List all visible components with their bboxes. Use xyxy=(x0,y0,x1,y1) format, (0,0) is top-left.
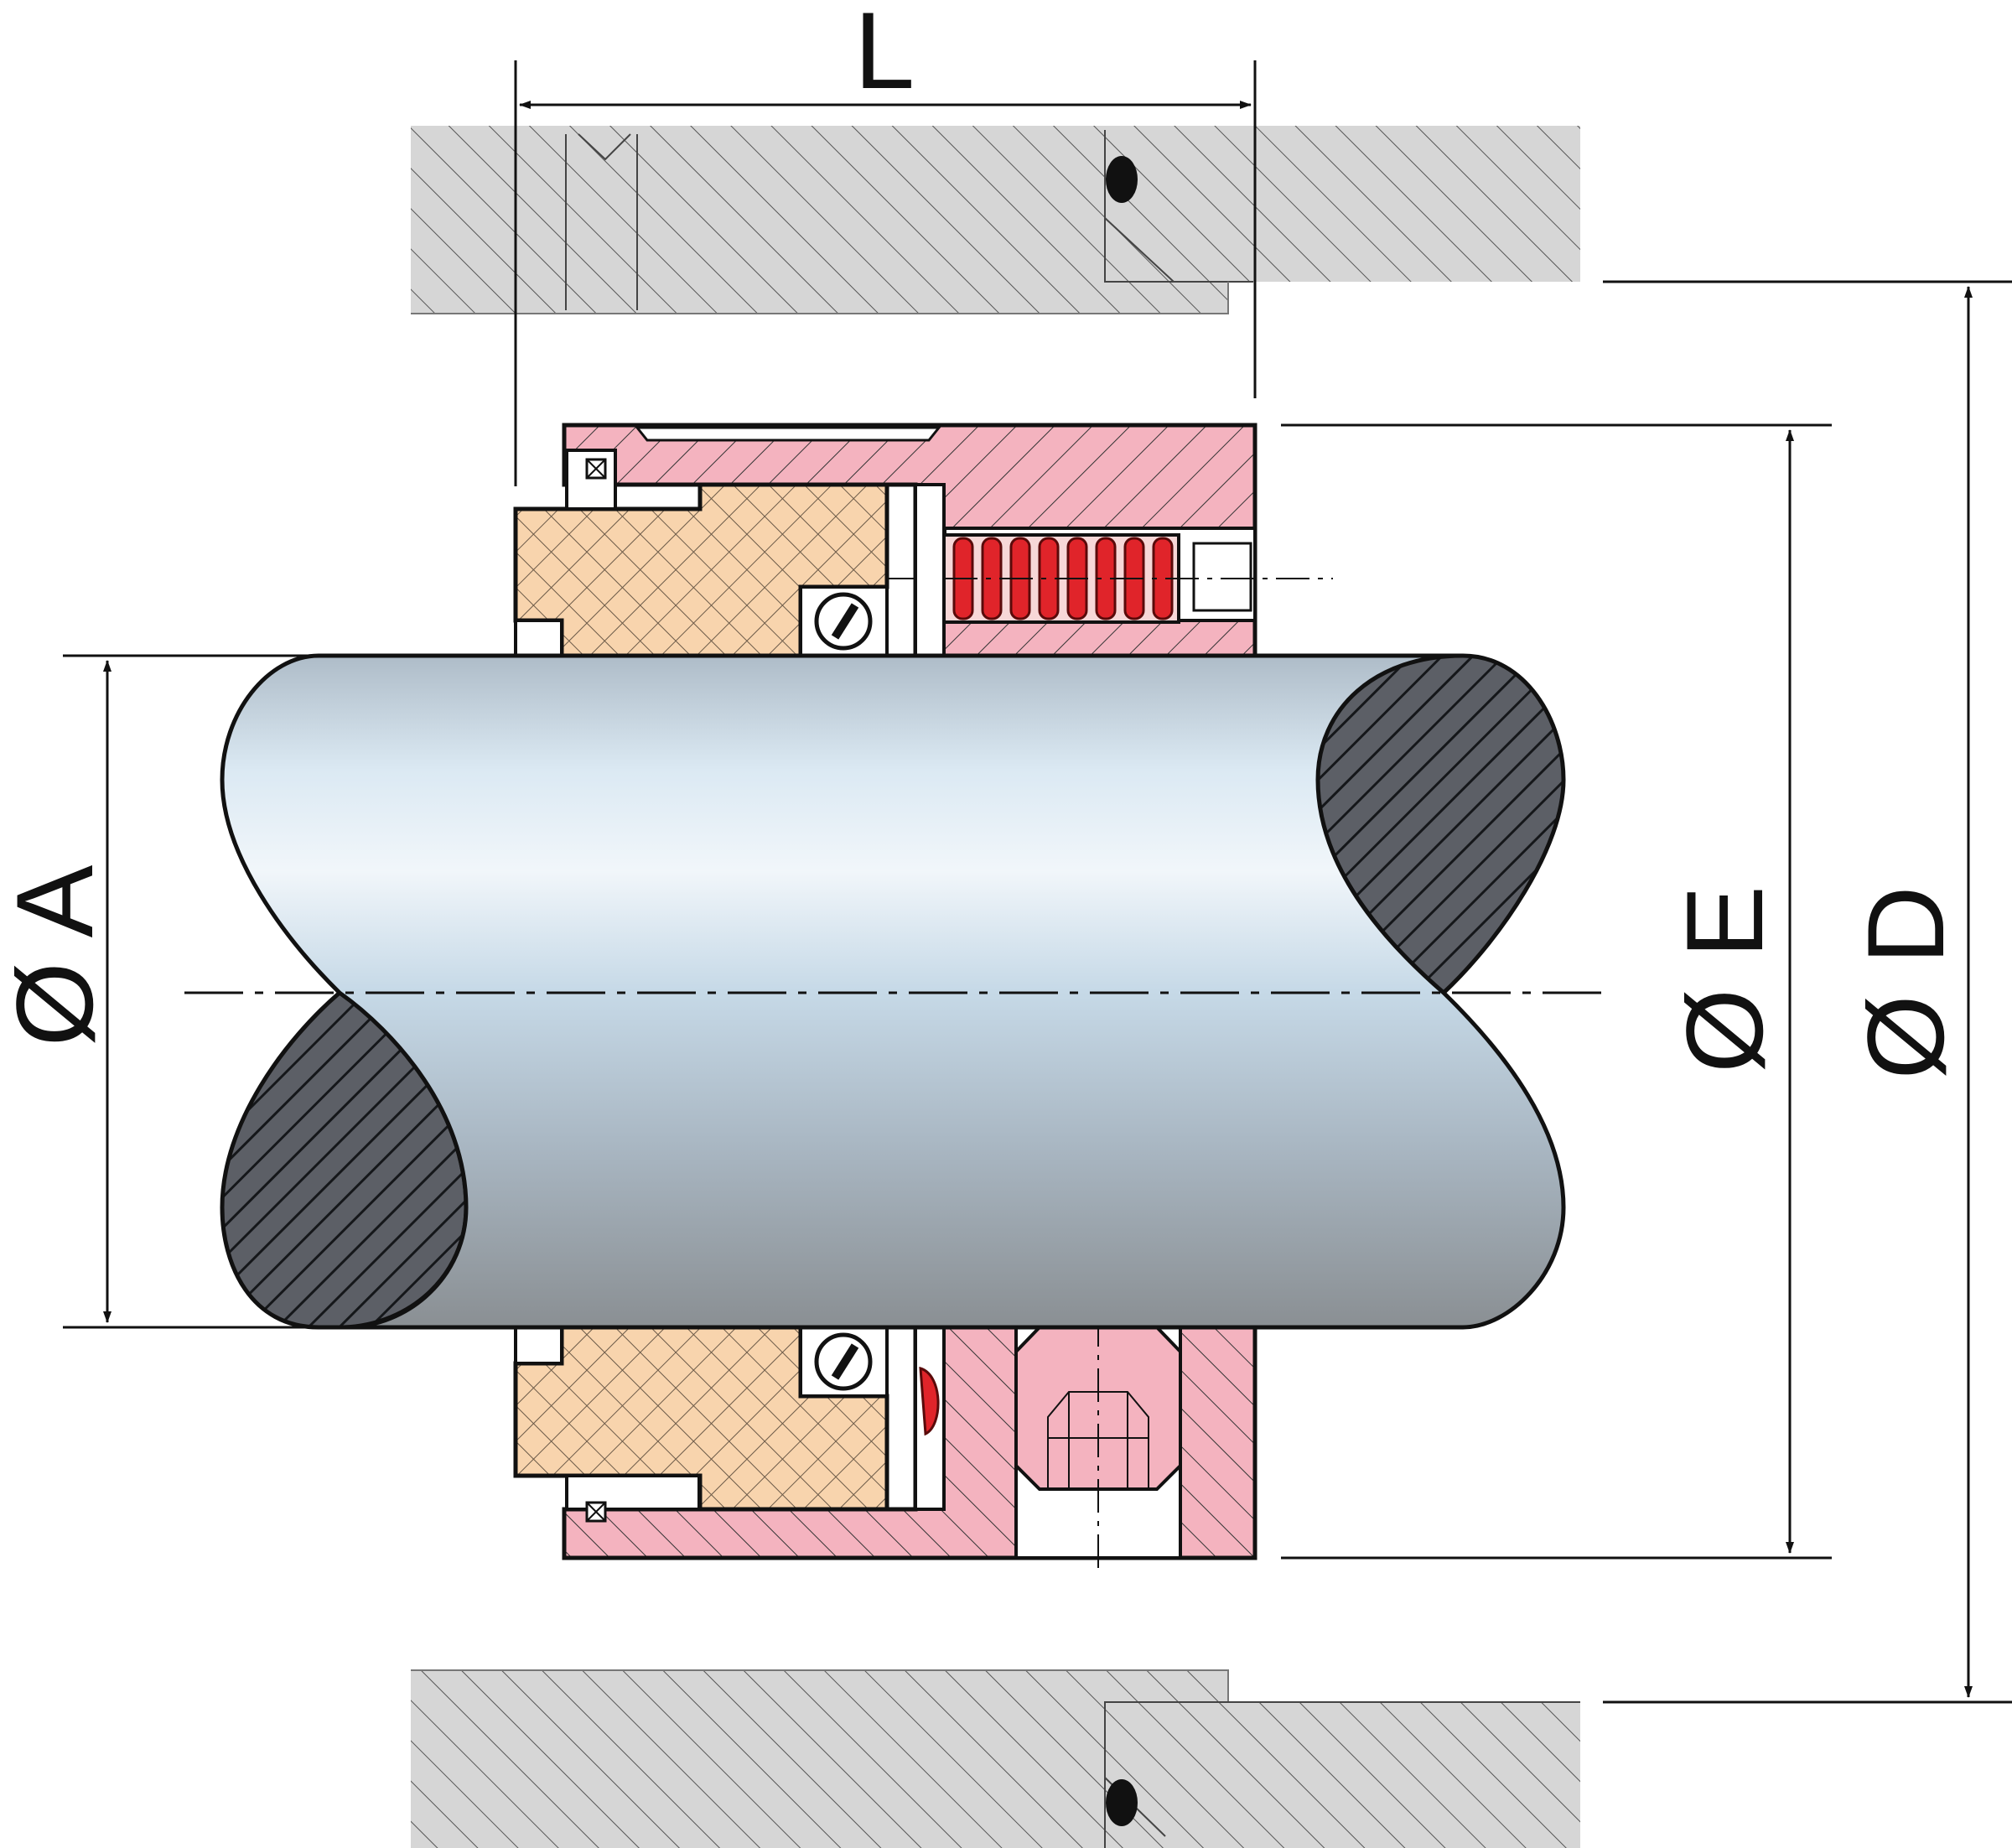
dimension-d xyxy=(1603,280,2012,1704)
bottom-housing xyxy=(411,1669,1580,1848)
label-l: L xyxy=(854,0,915,112)
seal-lower-half xyxy=(513,1258,1258,1576)
top-housing xyxy=(411,126,1580,314)
dimension-l xyxy=(514,60,1257,486)
top-o-ring xyxy=(1106,156,1138,203)
spring-lower xyxy=(919,1366,940,1436)
bottom-o-ring xyxy=(1106,1779,1138,1826)
dimension-e xyxy=(1281,423,1832,1560)
label-diameter-e: Ø E xyxy=(1663,885,1786,1073)
label-diameter-d: Ø D xyxy=(1844,885,1967,1079)
seal-upper-half xyxy=(513,423,1333,658)
dimension-a xyxy=(63,654,344,1329)
set-screw xyxy=(1014,1326,1182,1491)
label-diameter-a: Ø A xyxy=(0,864,116,1046)
